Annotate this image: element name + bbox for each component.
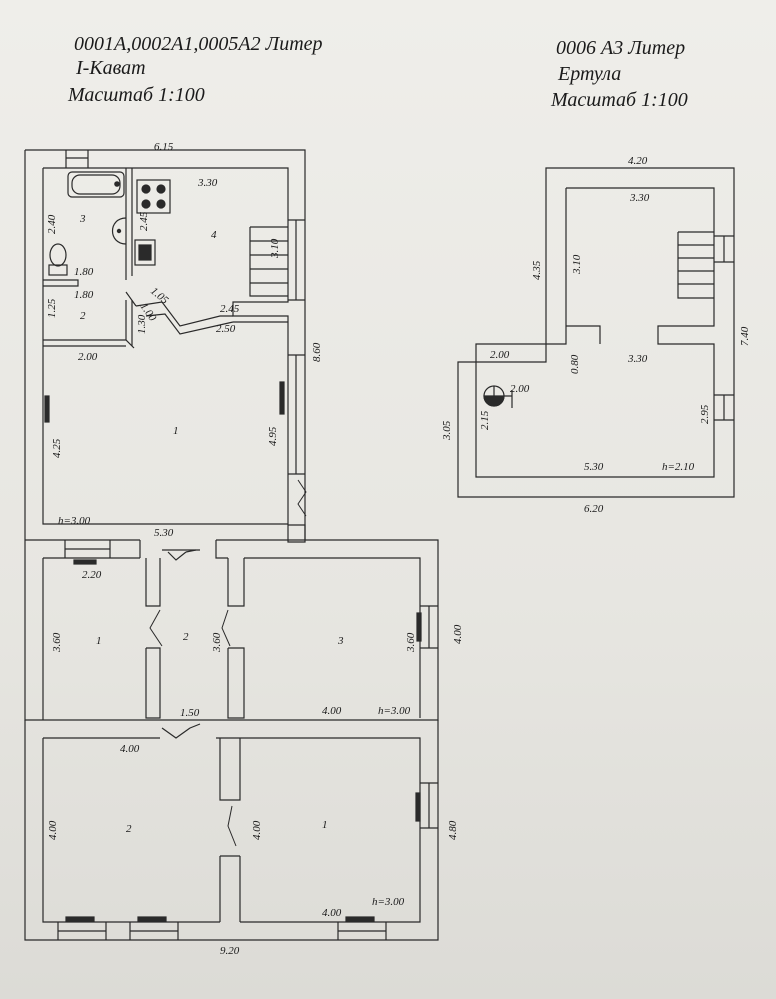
header-left-title: 0001А,0002А1,0005А2 Литер [74,33,323,55]
header-left-scale: Масштаб 1:100 [68,84,205,106]
dim-basement-right-lower: 2.95 [699,404,711,424]
dim-bottom-width: 9.20 [220,945,240,957]
dim-midroom3-width: 4.00 [322,705,342,717]
dim-mid-ceiling: h=3.00 [378,705,411,717]
dim-basement-left-lower: 3.05 [441,420,453,441]
toilet [48,243,68,276]
middle-window-markers [73,559,422,642]
dim-midroom3-height: 3.60 [405,632,417,653]
washbasin [111,217,127,245]
header-right-title: 0006 А3 Литер [556,37,686,59]
dim-room1-right: 4.95 [267,426,279,446]
room-label-3-middle: 3 [337,635,344,647]
dim-basement-boiler: 2.00 [510,383,530,395]
dim-basement-neck: 0.80 [569,354,581,374]
kitchen-sink [134,239,156,266]
dim-mid-left-window: 2.20 [82,569,102,581]
dim-stair-len: 3.10 [269,238,281,259]
gas-stove [136,179,171,214]
bathtub [67,171,125,198]
dim-corr-245: 2.45 [220,303,240,315]
dim-botroom1-height: 4.00 [251,820,263,840]
dim-basement-lower-inner: 3.30 [627,353,648,365]
dim-mid-right-height: 4.00 [452,624,464,644]
dim-bot-left-width: 4.00 [120,743,140,755]
header-left-floor: I-Кават [76,57,146,79]
dim-room2-depth: 1.30 [136,314,148,334]
dim-corr-250: 2.50 [216,323,236,335]
room-label-1-upper: 1 [173,425,179,437]
upper-block-walls [24,149,307,543]
dim-basement-inner-top: 3.30 [629,192,650,204]
bottom-block-walls [24,720,439,941]
middle-block-walls [24,539,439,721]
room-label-2-upper: 2 [80,310,86,322]
basement-walls [457,167,735,498]
dim-botroom1-width: 4.00 [322,907,342,919]
room-label-1-bottom: 1 [322,819,328,831]
room1-windows [44,381,285,423]
dim-bot-right-height: 4.80 [447,820,459,840]
dim-room1-height: 4.25 [51,438,63,458]
dim-room2-width: 2.00 [78,351,98,363]
room-label-2-bottom: 2 [126,823,132,835]
dim-basement-stair-len: 3.10 [571,254,583,275]
dim-room3-bottom-a: 1.80 [74,266,94,278]
dim-basement-inner-left: 2.15 [479,410,491,430]
room-label-2-middle: 2 [183,631,189,643]
dim-basement-top-width: 4.20 [628,155,648,167]
dim-top-width: 6.15 [154,141,174,153]
dim-basement-bottom-inner: 5.30 [584,461,604,473]
dim-basement-ceiling: h=2.10 [662,461,695,473]
dim-room3-bottom-b: 1.80 [74,289,94,301]
dim-basement-step-left: 2.00 [490,349,510,361]
header-right-floor: Ертула [558,63,622,85]
dim-room2-height: 1.25 [46,298,58,318]
dim-mid-corridor-width: 1.50 [180,707,200,719]
dim-basement-bottom-outer: 6.20 [584,503,604,515]
dim-right-height: 8.60 [311,342,323,362]
dim-midroom2-height: 3.60 [211,632,223,653]
dim-room4-width: 3.30 [197,177,218,189]
dim-basement-left-upper: 4.35 [531,260,543,280]
stairs-upper [249,226,288,297]
bottom-window-markers [65,792,421,922]
dim-botroom2-height: 4.00 [47,820,59,840]
dim-room1-ceiling: h=3.00 [58,515,91,527]
room-label-1-middle: 1 [96,635,102,647]
dim-midroom1-height: 3.60 [51,632,63,653]
dim-mid-width: 5.30 [154,527,174,539]
dim-bot-ceiling: h=3.00 [372,896,405,908]
header-right-scale: Масштаб 1:100 [551,89,688,111]
room-label-4-upper: 4 [211,229,217,241]
room-label-3-upper: 3 [79,213,86,225]
dim-basement-right-total: 7.40 [739,326,751,346]
dim-room4-small: 2.45 [138,211,150,231]
dim-room3-height: 2.40 [46,214,58,234]
